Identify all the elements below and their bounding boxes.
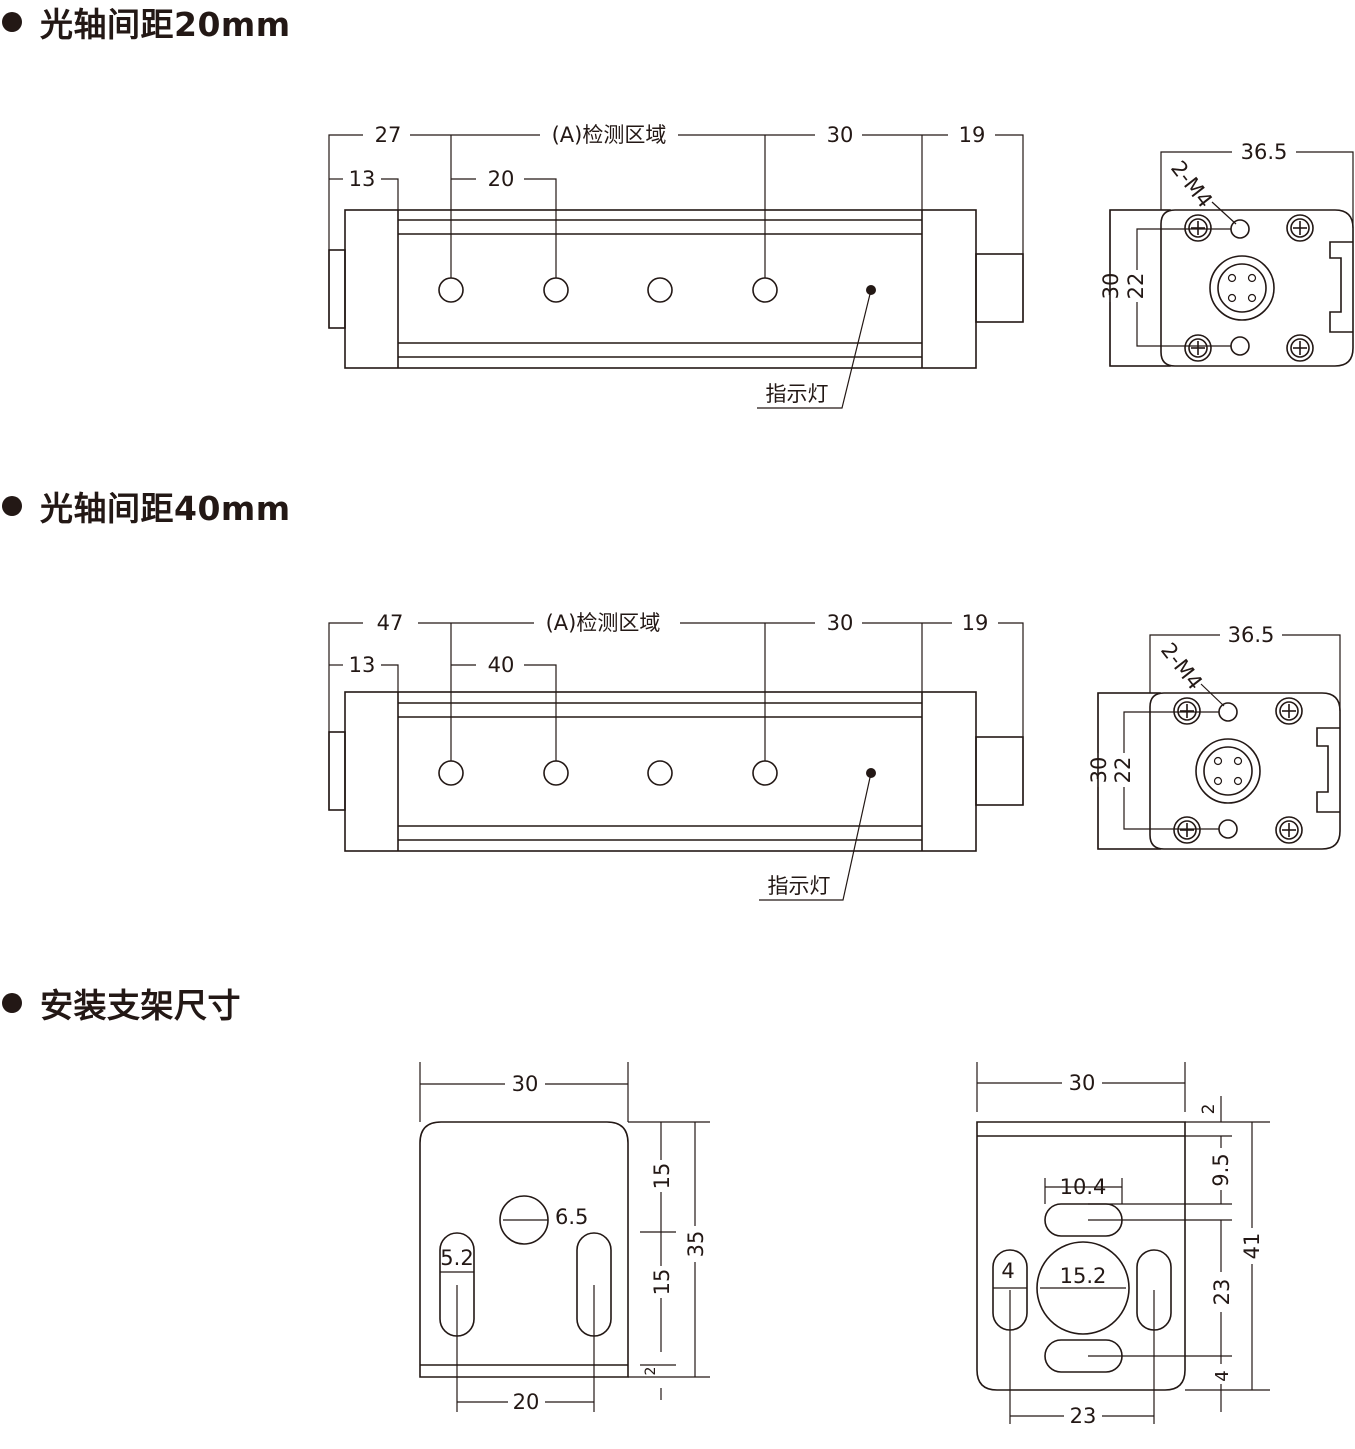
screw-icon — [1275, 816, 1303, 844]
dim-bracket-width: 30 — [1069, 1071, 1096, 1095]
dim-side-slot-width: 4 — [1001, 1259, 1014, 1283]
dim-slot-length: 10.4 — [1060, 1175, 1107, 1199]
dim-side-height: 30 — [1099, 273, 1123, 300]
bullet-icon — [2, 993, 22, 1013]
dim-connector: 19 — [959, 123, 986, 147]
screw-icon — [1184, 334, 1212, 362]
bracket-plate — [976, 1121, 1186, 1391]
sensor-20-side-view: 36.5 2-M4 30 22 — [1099, 140, 1354, 367]
dim-end: 13 — [349, 167, 376, 191]
screw-icon — [1184, 214, 1212, 242]
dim-bottom-gap: 4 — [1212, 1370, 1233, 1381]
dim-side-height: 30 — [1087, 757, 1111, 784]
optical-axis-hole — [438, 760, 464, 786]
dim-bracket-height: 41 — [1240, 1233, 1264, 1260]
optical-axis-hole — [647, 277, 673, 303]
indicator-label: 指示灯 — [768, 874, 831, 898]
sensor-40-front-view: 47 (A)检测区域 30 19 13 40 指示灯 — [328, 611, 1024, 901]
screw-icon — [1275, 697, 1303, 725]
dim-top-left: 27 — [375, 123, 402, 147]
dim-top-offset: 9.5 — [1209, 1153, 1233, 1186]
dim-pitch: 20 — [488, 167, 515, 191]
dim-slot-spacing: 20 — [513, 1390, 540, 1414]
section-title: 光轴间距40mm — [40, 489, 291, 528]
dim-side-width: 36.5 — [1241, 140, 1288, 164]
connector — [975, 736, 1024, 806]
optical-axis-hole — [543, 760, 569, 786]
bullet-icon — [2, 12, 22, 32]
screw-spec-label: 2-M4 — [1166, 156, 1217, 212]
dim-detection-area: (A)检测区域 — [546, 611, 661, 635]
connector — [975, 253, 1024, 323]
dim-bracket-height: 35 — [684, 1231, 708, 1258]
dim-slot-width: 5.2 — [440, 1246, 473, 1270]
dim-side-width: 36.5 — [1228, 623, 1275, 647]
screw-icon — [1286, 214, 1314, 242]
dim-top-right: 30 — [827, 611, 854, 635]
sensor-40-side-view: 36.5 2-M4 30 22 — [1087, 623, 1341, 850]
side-housing — [1160, 209, 1354, 367]
section-title: 安装支架尺寸 — [40, 986, 241, 1025]
section-title: 光轴间距20mm — [40, 5, 291, 44]
section-heading-bracket: 安装支架尺寸 — [0, 983, 241, 1025]
dim-hole-spacing: 22 — [1124, 273, 1148, 300]
bracket-right-view: 30 10.4 15.2 4 2 9.5 23 4 41 — [976, 1062, 1270, 1428]
optical-axis-hole — [438, 277, 464, 303]
dim-thickness: 2 — [643, 1367, 659, 1376]
optical-axis-hole — [752, 277, 778, 303]
connector-socket — [1195, 738, 1261, 804]
dim-top-right: 30 — [827, 123, 854, 147]
dim-slot-spacing-vertical: 23 — [1210, 1279, 1234, 1306]
dim-center-hole: 15.2 — [1060, 1264, 1107, 1288]
indicator-label: 指示灯 — [766, 382, 829, 406]
section-heading-20mm: 光轴间距20mm — [0, 2, 291, 44]
section-heading-40mm: 光轴间距40mm — [0, 486, 291, 528]
dim-bracket-width: 30 — [512, 1072, 539, 1096]
dim-slot-spacing-horizontal: 23 — [1070, 1404, 1097, 1428]
connector-socket — [1209, 255, 1275, 321]
center-hole — [1036, 1241, 1130, 1335]
optical-axis-hole — [647, 760, 673, 786]
screw-spec-label: 2-M4 — [1156, 638, 1207, 694]
bracket-plate — [419, 1121, 629, 1378]
screw-icon — [1286, 334, 1314, 362]
dim-top-thickness: 2 — [1199, 1104, 1219, 1115]
bracket-left-view: 30 6.5 5.2 15 15 35 2 20 — [419, 1062, 710, 1414]
optical-axis-hole — [543, 277, 569, 303]
screw-icon — [1173, 816, 1201, 844]
dim-end: 13 — [349, 653, 376, 677]
dim-connector: 19 — [962, 611, 989, 635]
dim-hole-spacing: 22 — [1111, 757, 1135, 784]
dim-hole-diameter: 6.5 — [555, 1205, 588, 1229]
dim-upper: 15 — [650, 1163, 674, 1190]
optical-axis-hole — [752, 760, 778, 786]
dim-detection-area: (A)检测区域 — [552, 123, 667, 147]
dim-lower: 15 — [650, 1269, 674, 1296]
dim-top-left: 47 — [377, 611, 404, 635]
sensor-20-front-view: 27 (A)检测区域 30 19 13 20 指示灯 — [328, 123, 1024, 409]
screw-icon — [1173, 697, 1201, 725]
bullet-icon — [2, 496, 22, 516]
dim-pitch: 40 — [488, 653, 515, 677]
